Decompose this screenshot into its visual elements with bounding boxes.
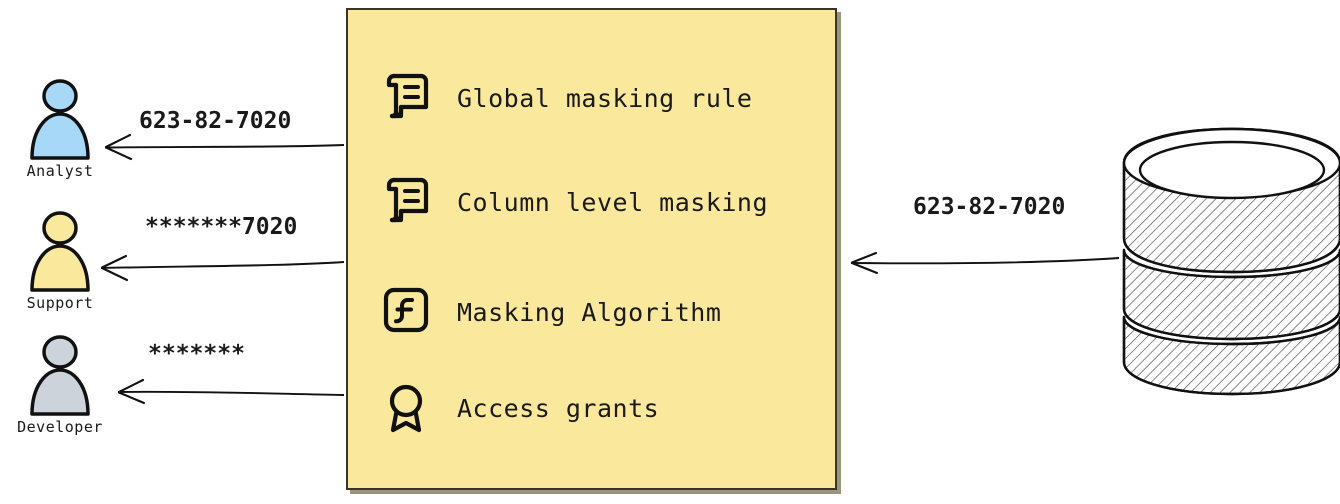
rule-label: Access grants [457,393,660,423]
flow-label-support: *******7020 [145,214,298,240]
flow-label-developer: ******* [148,341,245,367]
rule-label: Global masking rule [457,83,753,113]
rule-label: Masking Algorithm [457,297,722,327]
actor-label: Analyst [26,162,94,180]
actor-support: Support [0,208,120,312]
arrow-left-icon [117,378,345,405]
rule-item-access-grants[interactable]: Access grants [381,382,659,434]
scroll-document-icon [386,73,429,119]
arrow-left-icon [100,254,345,282]
actor-label: Support [26,294,94,312]
flow-label-database: 623-82-7020 [913,194,1066,220]
user-avatar-icon [30,335,90,416]
rule-item-masking-algorithm[interactable]: Masking Algorithm [381,286,721,338]
rule-label: Column level masking [457,187,769,217]
actor-developer: Developer [0,332,120,436]
actor-label: Developer [17,418,103,436]
database-cylinder-icon [1122,127,1340,396]
scroll-document-icon [386,177,429,223]
user-avatar-icon [30,79,90,160]
masking-rules-panel: Global masking rule Column level masking… [346,8,837,490]
actor-analyst: Analyst [0,76,120,180]
rule-item-column-level-masking[interactable]: Column level masking [381,176,768,228]
user-avatar-icon [30,211,90,292]
flow-label-analyst: 623-82-7020 [139,108,292,134]
rule-item-global-masking-rule[interactable]: Global masking rule [381,72,752,124]
arrow-left-icon [850,251,1120,275]
function-box-icon [383,287,429,333]
award-ribbon-icon [389,384,423,433]
arrow-left-icon [104,133,345,161]
